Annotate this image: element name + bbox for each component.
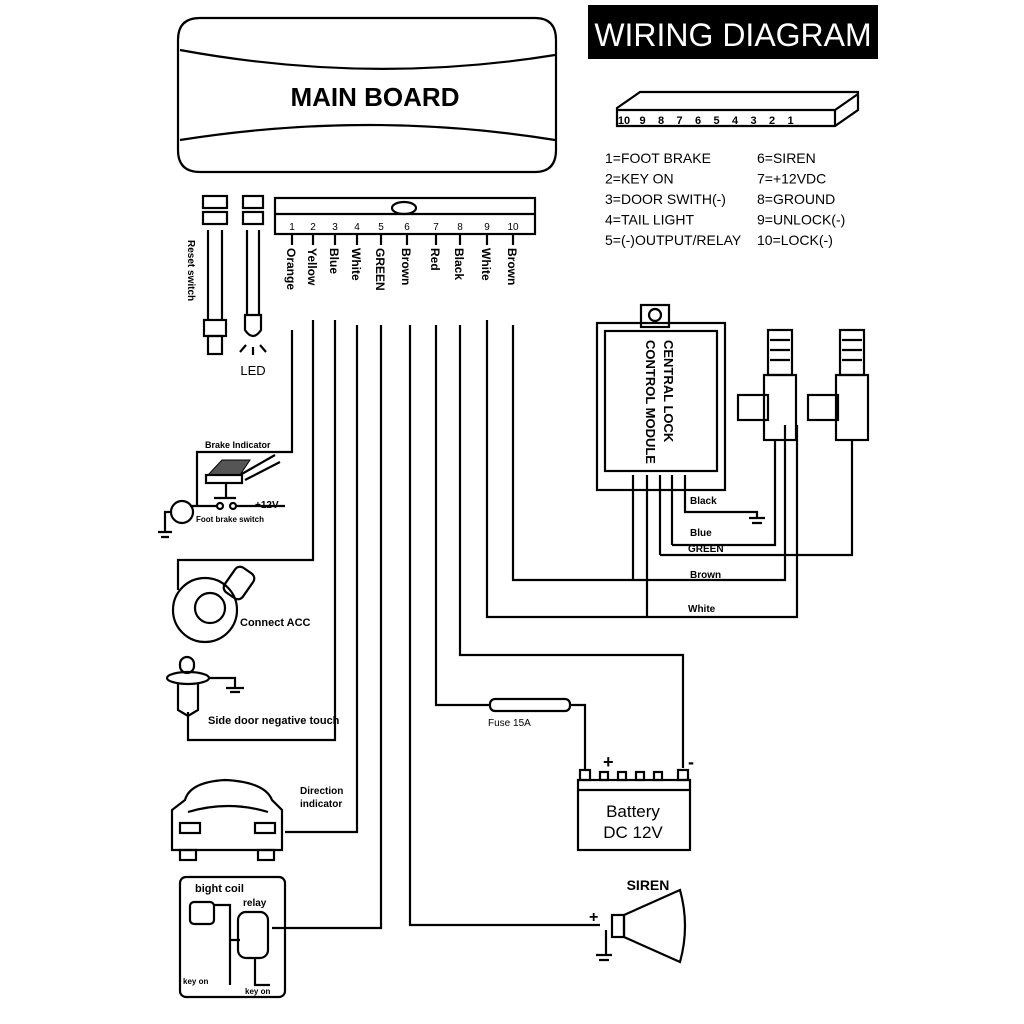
wire-color-label: GREEN xyxy=(373,248,387,291)
wire-7-red-path xyxy=(434,325,587,770)
wire-9-white-path xyxy=(485,320,799,619)
pin-number: 8 xyxy=(457,222,463,233)
wire-color-label: Brown xyxy=(399,248,413,285)
cl-green-label: GREEN xyxy=(688,544,724,555)
ignition-switch: Connect ACC xyxy=(171,565,311,644)
cl-blue-label: Blue xyxy=(690,528,712,539)
legend-pin-number: 6 xyxy=(695,115,701,127)
central-lock-module: CENTRAL LOCK CONTROL MODULE Black Blue G… xyxy=(595,303,854,617)
wire-10-brown-path xyxy=(511,325,787,582)
legend-pin-number: 4 xyxy=(732,115,739,127)
lock-actuator-2 xyxy=(806,328,870,442)
wire-color-label: Brown xyxy=(505,248,519,285)
control-module-label: CONTROL MODULE xyxy=(643,340,658,464)
legend-item: 10=LOCK(-) xyxy=(757,232,833,248)
wire-1-orange-path xyxy=(195,330,294,505)
main-connector xyxy=(273,196,537,236)
foot-brake-switch-label: Foot brake switch xyxy=(196,515,264,524)
cl-black-label: Black xyxy=(690,496,717,507)
legend-pin-number: 2 xyxy=(769,115,775,127)
legend-pin-number: 7 xyxy=(676,115,682,127)
siren-plus: + xyxy=(589,909,598,926)
legend-item: 8=GROUND xyxy=(757,191,835,207)
pin-number: 6 xyxy=(404,222,410,233)
legend-item: 5=(-)OUTPUT/RELAY xyxy=(605,232,742,248)
reset-switch-label: Reset switch xyxy=(185,240,196,301)
foot-brake: Brake Indicator +12V Foot brake switch xyxy=(158,440,285,539)
pin-number: 4 xyxy=(354,222,360,233)
wire-2-yellow-path xyxy=(176,320,315,590)
wire-color-label: Black xyxy=(452,248,466,280)
legend-item: 9=UNLOCK(-) xyxy=(757,212,845,228)
led: LED xyxy=(239,194,267,378)
wire-6-brown-path xyxy=(408,325,600,927)
fuse: Fuse 15A xyxy=(488,697,572,729)
car-direction-indicator: Direction indicator xyxy=(170,778,343,862)
battery-label: Battery xyxy=(606,802,660,821)
legend-item: 7=+12VDC xyxy=(757,171,826,187)
fuse-label: Fuse 15A xyxy=(488,718,531,729)
legend-item: 2=KEY ON xyxy=(605,171,674,187)
legend-pin-number: 1 xyxy=(787,115,793,127)
lock-actuator-1 xyxy=(736,328,798,442)
wire-color-label: White xyxy=(479,248,493,281)
legend-pin-number: 9 xyxy=(639,115,645,127)
siren: SIREN + xyxy=(589,877,687,964)
bight-coil-label: bight coil xyxy=(195,883,244,895)
pin-number: 7 xyxy=(433,222,439,233)
battery-dc-label: DC 12V xyxy=(603,823,663,842)
main-board: MAIN BOARD xyxy=(176,16,558,174)
direction-label: Direction xyxy=(300,786,343,797)
wire-color-label: Yellow xyxy=(305,248,319,286)
wire-color-label: Orange xyxy=(284,248,298,290)
plus-12v-label: +12V xyxy=(255,500,279,511)
pin-number: 5 xyxy=(378,222,384,233)
side-door-label: Side door negative touch xyxy=(208,715,340,727)
wire-8-black-path xyxy=(458,325,685,768)
pin-number: 10 xyxy=(507,222,519,233)
wire-color-label: Red xyxy=(428,248,442,271)
battery-plus: + xyxy=(603,752,614,772)
legend-item: 4=TAIL LIGHT xyxy=(605,212,695,228)
indicator-label: indicator xyxy=(300,799,342,810)
cl-white-label: White xyxy=(688,604,716,615)
door-switch: Side door negative touch xyxy=(165,655,340,727)
battery: + - Battery DC 12V xyxy=(576,752,694,852)
relay-box: bight coil relay key on key on xyxy=(178,875,287,999)
pin-number: 1 xyxy=(289,222,295,233)
diagram-title: WIRING DIAGRAM xyxy=(594,17,871,53)
legend-pin-number: 8 xyxy=(658,115,664,127)
reset-switch[interactable]: Reset switch xyxy=(185,194,229,356)
pin-number: 2 xyxy=(310,222,316,233)
wire-4-white-path xyxy=(285,325,359,834)
legend-item: 3=DOOR SWITH(-) xyxy=(605,191,726,207)
key-on-label-1: key on xyxy=(183,977,208,986)
cl-brown-label: Brown xyxy=(690,570,721,581)
pin-number: 9 xyxy=(484,222,490,233)
legend-pin-number: 5 xyxy=(713,115,719,127)
battery-minus: - xyxy=(688,752,694,772)
key-on-label-2: key on xyxy=(245,987,270,996)
led-label: LED xyxy=(240,363,265,378)
legend-pin-number: 10 xyxy=(618,115,630,127)
wire-color-label: Blue xyxy=(327,248,341,274)
siren-label: SIREN xyxy=(627,877,670,893)
pin-number: 3 xyxy=(332,222,338,233)
central-lock-label: CENTRAL LOCK xyxy=(661,340,676,443)
main-board-label: MAIN BOARD xyxy=(291,82,460,112)
legend-item: 1=FOOT BRAKE xyxy=(605,150,711,166)
legend-item: 6=SIREN xyxy=(757,150,816,166)
brake-indicator-label: Brake Indicator xyxy=(205,440,271,450)
title-banner: WIRING DIAGRAM xyxy=(588,5,878,59)
wire-5-green-path xyxy=(272,325,383,930)
legend-pin-number: 3 xyxy=(750,115,756,127)
wire-color-label: White xyxy=(349,248,363,281)
wire-3-blue-path xyxy=(186,320,337,742)
connect-acc-label: Connect ACC xyxy=(240,617,311,629)
relay-label: relay xyxy=(243,898,267,909)
